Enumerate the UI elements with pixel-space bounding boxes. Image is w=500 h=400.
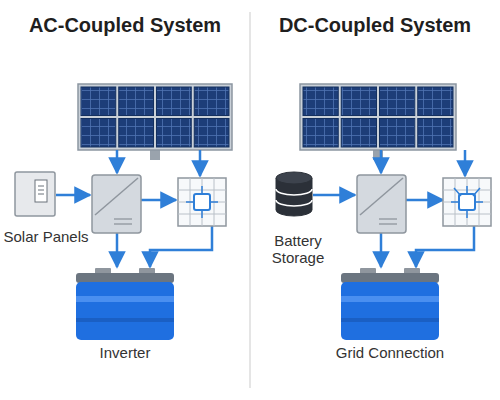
solar-cell <box>303 119 338 148</box>
solar-cell <box>341 87 376 116</box>
solar-cell <box>194 119 229 148</box>
solar-cell <box>194 87 229 116</box>
panel-heading: DC-Coupled System <box>279 14 471 37</box>
icon-label: Solar Panels <box>2 228 90 245</box>
icon-label: Grid Connection <box>330 344 450 361</box>
grid-icon <box>443 178 491 226</box>
battery-storage-icon <box>276 172 312 216</box>
solar-cell <box>303 87 338 116</box>
icon-label: Inverter <box>65 344 185 361</box>
meter-box <box>15 172 55 216</box>
solar-cell <box>119 119 154 148</box>
inverter-box <box>357 175 406 233</box>
solar-cell <box>157 87 192 116</box>
inverter-box <box>92 175 141 233</box>
battery-icon <box>341 268 439 340</box>
panel-heading: AC-Coupled System <box>29 14 221 37</box>
solar-array <box>78 84 232 160</box>
solar-cell <box>380 87 415 116</box>
labeled-icon: Grid Connection <box>330 268 450 361</box>
solar-array <box>300 84 456 160</box>
labeled-icon: Solar Panels <box>2 170 90 245</box>
grid-icon <box>178 178 226 226</box>
solar-cell <box>157 119 192 148</box>
solar-cell <box>81 119 116 148</box>
solar-cell <box>341 119 376 148</box>
battery-icon <box>76 268 174 340</box>
labeled-icon: Inverter <box>65 268 185 361</box>
labeled-icon: Battery Storage <box>256 170 340 267</box>
solar-cell <box>380 119 415 148</box>
solar-cell <box>418 87 453 116</box>
icon-label: Battery Storage <box>256 232 340 267</box>
solar-cell <box>418 119 453 148</box>
panel-divider <box>249 12 251 388</box>
solar-cell <box>119 87 154 116</box>
solar-cell <box>81 87 116 116</box>
